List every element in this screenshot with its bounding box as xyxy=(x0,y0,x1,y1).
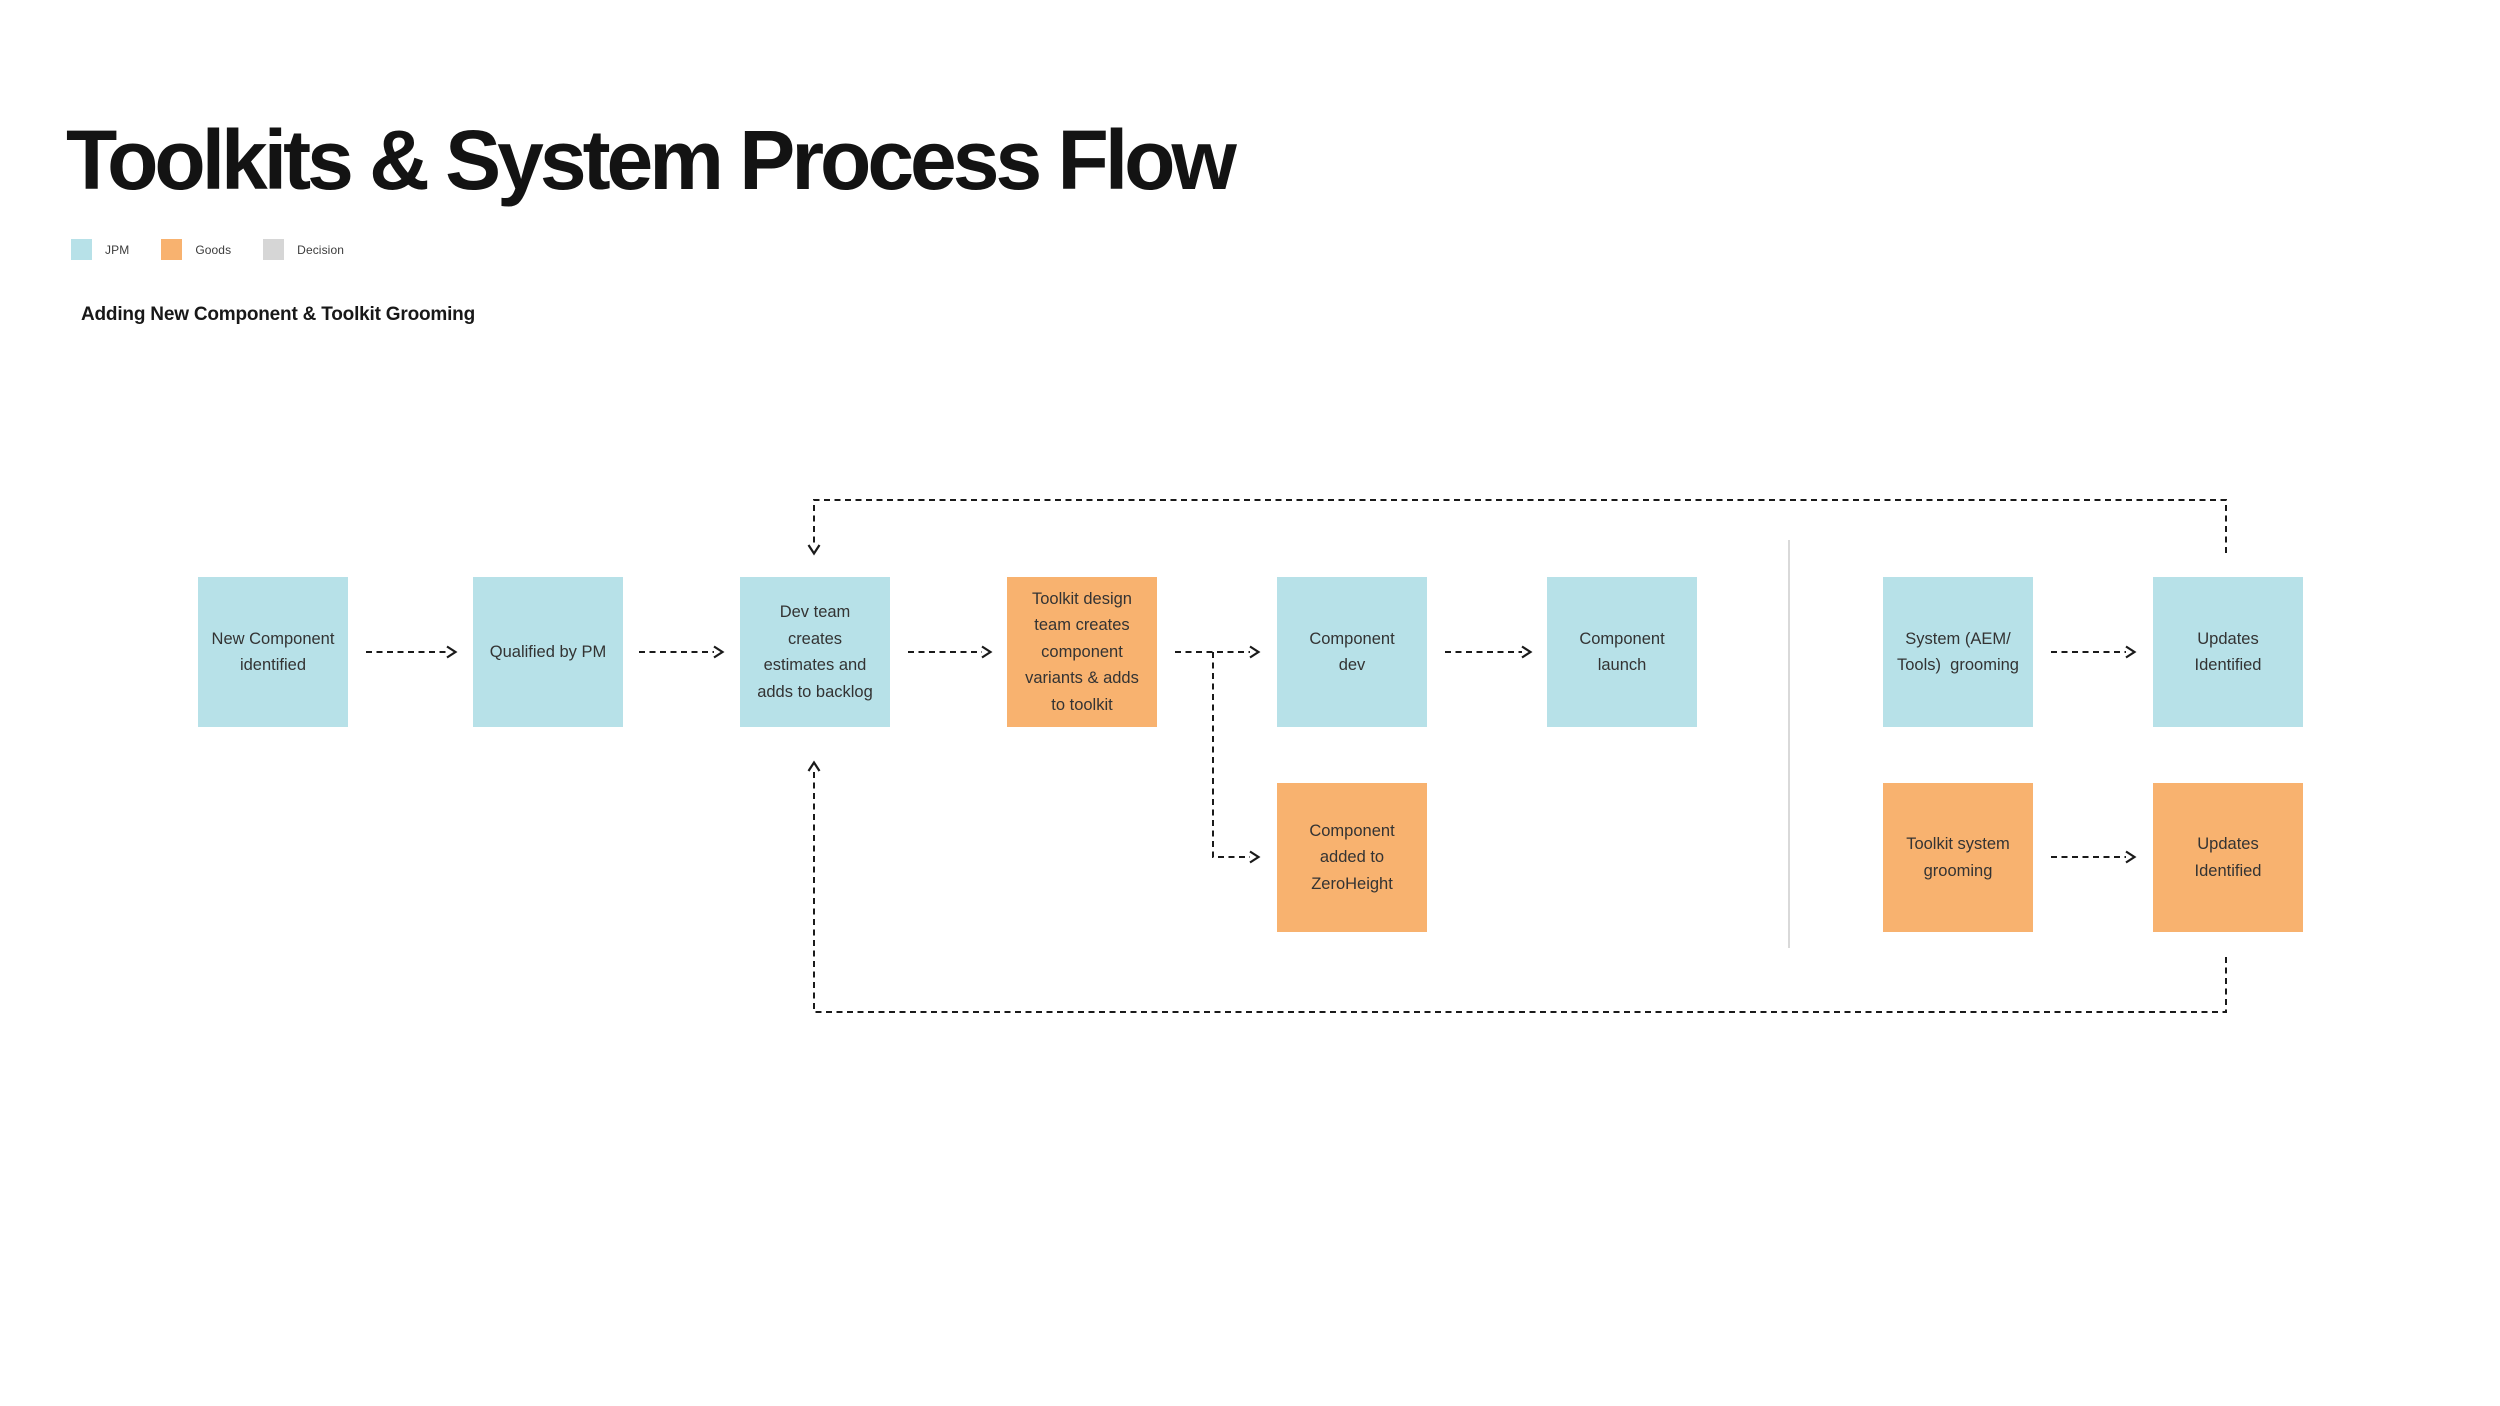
section-divider xyxy=(1788,540,1790,948)
legend-swatch xyxy=(71,239,92,260)
connector-updates-identified-toolkit-to-dev-team-backlog xyxy=(814,771,2227,1013)
connector-toolkit-design-variants-to-component-added-zeroheight xyxy=(1212,652,1250,857)
flow-node-updates-identified-toolkit[interactable]: Updates Identified xyxy=(2153,783,2303,932)
flow-node-toolkit-system-grooming[interactable]: Toolkit system grooming xyxy=(1883,783,2033,932)
section-subtitle: Adding New Component & Toolkit Grooming xyxy=(81,304,475,325)
legend-swatch xyxy=(263,239,285,260)
legend-label: JPM xyxy=(105,242,130,257)
legend-item-decision: Decision xyxy=(263,239,344,260)
connector-updates-identified-system-to-dev-team-backlog xyxy=(814,499,2227,553)
page-title: Toolkits & System Process Flow xyxy=(66,113,1237,207)
flow-node-toolkit-design-variants[interactable]: Toolkit design team creates component va… xyxy=(1007,577,1157,727)
flow-node-qualified-by-pm[interactable]: Qualified by PM xyxy=(473,577,623,727)
flow-node-new-component-identified[interactable]: New Component identified xyxy=(198,577,348,727)
legend-swatch xyxy=(161,239,183,260)
flow-node-component-dev[interactable]: Component dev xyxy=(1277,577,1427,727)
legend-item-jpm: JPM xyxy=(71,239,129,260)
flow-node-dev-team-backlog[interactable]: Dev team creates estimates and adds to b… xyxy=(740,577,890,727)
legend-label: Decision xyxy=(297,242,344,257)
flow-node-system-aem-tools-grooming[interactable]: System (AEM/ Tools) grooming xyxy=(1883,577,2033,727)
legend-item-goods: Goods xyxy=(161,239,231,260)
flow-node-updates-identified-system[interactable]: Updates Identified xyxy=(2153,577,2303,727)
legend-label: Goods xyxy=(195,242,232,257)
legend: JPM Goods Decision xyxy=(71,239,344,260)
flow-node-component-added-zeroheight[interactable]: Component added to ZeroHeight xyxy=(1277,783,1427,932)
flow-node-component-launch[interactable]: Component launch xyxy=(1547,577,1697,727)
